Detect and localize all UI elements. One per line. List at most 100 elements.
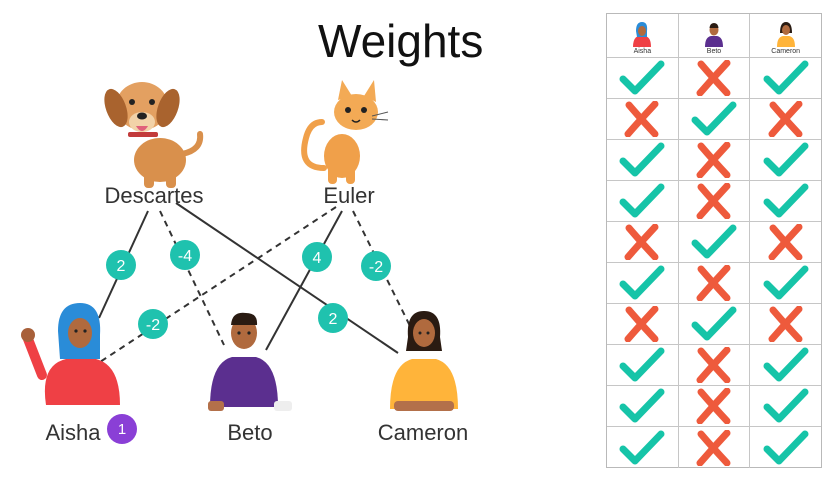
table-cell — [750, 263, 821, 303]
check-icon — [619, 430, 665, 464]
table-row — [607, 386, 821, 427]
check-icon — [619, 60, 665, 95]
beto-mini-avatar — [705, 23, 723, 47]
edge-descartes-cameron — [175, 202, 399, 354]
edge-euler-aisha — [99, 206, 337, 363]
table-cell — [750, 140, 821, 180]
cross-icon — [696, 347, 731, 383]
cross-icon — [624, 101, 659, 137]
cat-icon — [301, 80, 389, 184]
edges — [98, 202, 412, 363]
label-beto: Beto — [227, 420, 272, 445]
table-cell — [750, 58, 821, 98]
table-cell — [607, 427, 679, 468]
table-cell — [607, 345, 679, 385]
table-cell — [679, 427, 751, 468]
dog-icon — [104, 82, 204, 188]
check-icon — [619, 347, 665, 382]
table-cell — [607, 58, 679, 98]
table-cell — [750, 345, 821, 385]
table-cell — [679, 345, 751, 385]
cameron-avatar — [390, 311, 458, 411]
table-row — [607, 304, 821, 345]
title-text: Weights — [318, 15, 484, 67]
table-cell — [679, 181, 751, 221]
label-euler: Euler — [323, 183, 374, 208]
table-header-row: Aisha Beto Cameron — [607, 14, 821, 58]
table-cell — [607, 140, 679, 180]
table-cell — [679, 386, 751, 426]
weight-badge-descartes-cameron: 2 — [318, 303, 348, 333]
weight-text-euler-aisha: -2 — [146, 317, 160, 334]
header-beto-label: Beto — [706, 48, 722, 55]
weight-text-descartes-cameron: 2 — [329, 311, 338, 328]
table-cell — [679, 99, 751, 139]
weight-badge-descartes-aisha: 2 — [106, 250, 136, 280]
beto-avatar — [208, 312, 292, 411]
header-aisha-label: Aisha — [633, 48, 652, 55]
table-cell — [750, 99, 821, 139]
weight-badge-euler-aisha: -2 — [138, 309, 168, 339]
cross-icon — [696, 429, 731, 466]
cross-icon — [768, 101, 803, 137]
check-icon — [691, 101, 737, 136]
edge-euler-beto — [265, 210, 343, 351]
table-cell — [607, 99, 679, 139]
table-row — [607, 222, 821, 263]
aisha-mini-avatar — [633, 22, 652, 47]
table-cell — [679, 304, 751, 344]
table-cell — [679, 58, 751, 98]
cross-icon — [768, 306, 803, 342]
header-cameron-label: Cameron — [771, 48, 801, 55]
weight-text-euler-beto: 4 — [313, 250, 322, 267]
check-icon — [619, 388, 665, 423]
header-cameron: Cameron — [750, 14, 821, 57]
table-cell — [679, 140, 751, 180]
table-row — [607, 99, 821, 140]
check-icon — [763, 142, 809, 177]
table-body — [607, 58, 821, 468]
aisha-count-text: 1 — [118, 421, 126, 438]
label-cameron: Cameron — [378, 420, 468, 445]
cross-icon — [696, 183, 731, 219]
weight-badge-descartes-beto: -4 — [170, 240, 200, 270]
label-descartes: Descartes — [104, 183, 203, 208]
table-cell — [607, 386, 679, 426]
aisha-avatar — [21, 303, 120, 405]
check-icon — [763, 60, 809, 95]
cross-icon — [696, 142, 731, 178]
table-row — [607, 140, 821, 181]
cross-icon — [696, 60, 731, 96]
cameron-mini-avatar — [776, 22, 795, 47]
header-beto: Beto — [679, 14, 751, 57]
check-icon — [763, 183, 809, 218]
table-cell — [679, 222, 751, 262]
cross-icon — [624, 306, 659, 342]
preferences-table: Aisha Beto Cameron — [606, 13, 822, 468]
check-icon — [691, 306, 737, 341]
cross-icon — [624, 224, 659, 260]
check-icon — [763, 430, 809, 464]
label-aisha: Aisha — [45, 420, 101, 445]
table-cell — [607, 222, 679, 262]
cross-icon — [696, 388, 731, 424]
weights-diagram: Descartes Euler Aisha Beto Cameron 1 2 -… — [21, 80, 468, 445]
check-icon — [763, 347, 809, 382]
table-row — [607, 263, 821, 304]
weight-text-descartes-aisha: 2 — [117, 258, 126, 275]
table-cell — [607, 304, 679, 344]
aisha-count-badge: 1 — [107, 414, 137, 444]
table-cell — [750, 386, 821, 426]
table-row — [607, 345, 821, 386]
table-cell — [750, 304, 821, 344]
cross-icon — [696, 265, 731, 301]
table-row — [607, 181, 821, 222]
table-cell — [750, 222, 821, 262]
check-icon — [691, 224, 737, 259]
check-icon — [763, 265, 809, 300]
header-aisha: Aisha — [607, 14, 679, 57]
table-row — [607, 427, 821, 468]
check-icon — [619, 142, 665, 177]
edge-descartes-beto — [159, 210, 225, 346]
check-icon — [619, 265, 665, 300]
